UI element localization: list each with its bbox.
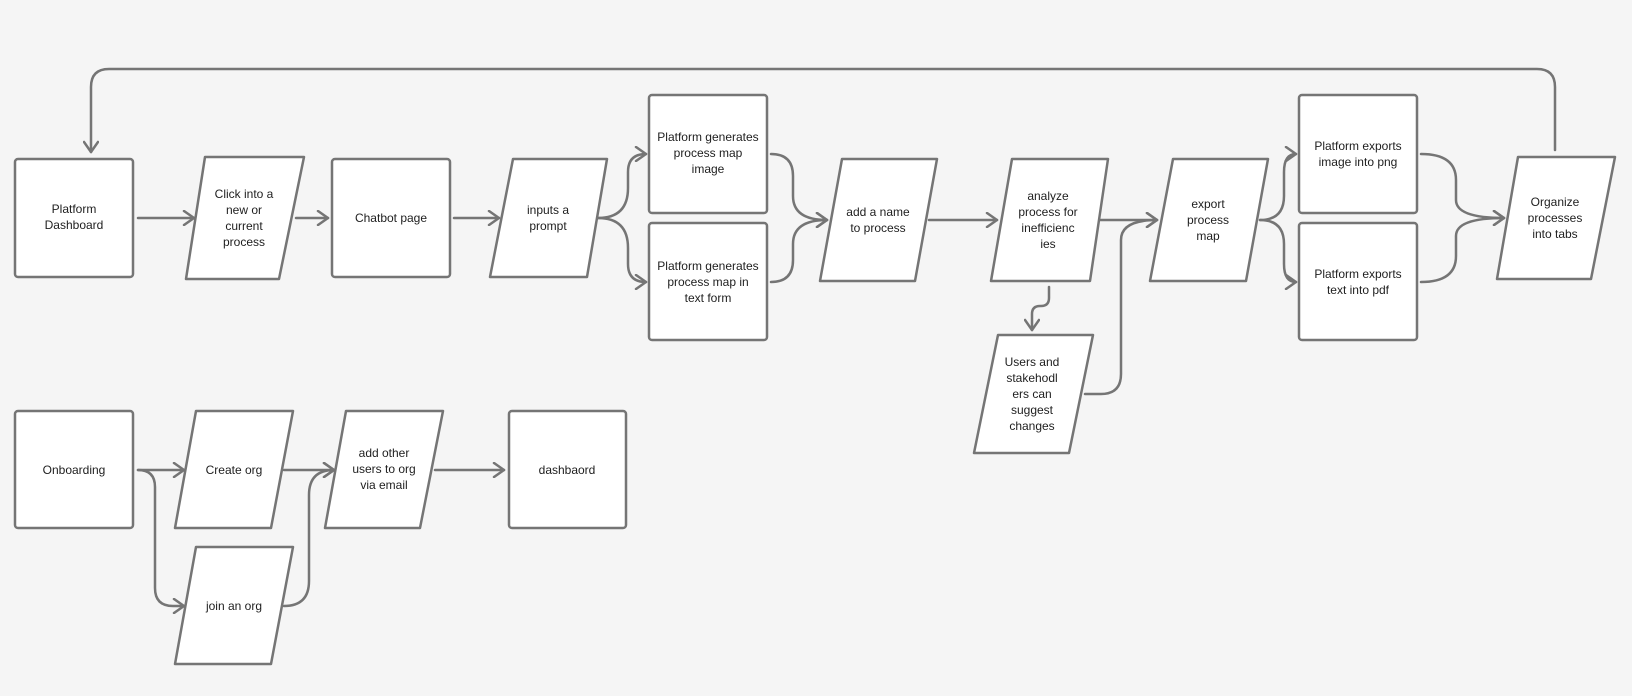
node-label-line: inefficienc (1021, 221, 1074, 235)
node-label-line: prompt (529, 219, 567, 233)
node-generates-text[interactable]: Platform generates process map in text for… (647, 221, 769, 342)
node-label-line: Click into a (215, 187, 274, 201)
node-label-line: text form (685, 291, 732, 305)
node-exports-png[interactable]: Platform exports image into png (1297, 93, 1419, 215)
node-label-line: Dashboard (45, 218, 104, 232)
node-label-line: image (692, 162, 725, 176)
edge-image-to-name (769, 152, 829, 220)
node-label-line: dashbaord (539, 463, 596, 477)
edge-onboarding-to-join (136, 468, 186, 606)
node-label-line: image into png (1319, 155, 1398, 169)
node-export-map[interactable]: export process map (1148, 157, 1270, 283)
node-analyze[interactable]: analyze process for inefficienc ies (989, 157, 1110, 283)
edge-analyze-to-suggest (1032, 285, 1051, 332)
edge-export-to-png (1258, 154, 1298, 222)
edge-join-to-add-users (282, 470, 336, 608)
node-chatbot-page[interactable]: Chatbot page (330, 157, 452, 279)
svg-text:Onboarding: Onboarding (43, 463, 106, 477)
node-label-line: Platform exports (1314, 267, 1401, 281)
node-organize-tabs[interactable]: Organize processes into tabs (1495, 155, 1617, 281)
node-label-line: Chatbot page (355, 211, 427, 225)
node-label-line: process (1187, 213, 1229, 227)
node-label-line: Platform generates (657, 130, 758, 144)
node-label-line: into tabs (1532, 227, 1577, 241)
node-label-line: Organize (1531, 195, 1580, 209)
node-create-org[interactable]: Create org (173, 409, 295, 530)
node-label-line: ers can (1012, 387, 1051, 401)
node-label-line: process (223, 235, 265, 249)
node-label-line: Onboarding (43, 463, 106, 477)
node-label-line: map (1196, 229, 1220, 243)
edge-pdf-to-organize (1419, 218, 1506, 284)
svg-text:dashbaord: dashbaord (539, 463, 596, 477)
node-label-line: inputs a (527, 203, 569, 217)
node-generates-image[interactable]: Platform generates process map image (647, 93, 769, 215)
node-add-name[interactable]: add a name to process (818, 157, 939, 283)
node-label-line: stakehodl (1006, 371, 1057, 385)
edge-text-to-name (769, 220, 829, 284)
node-onboarding[interactable]: Onboarding (13, 409, 135, 530)
node-label-line: new or (226, 203, 262, 217)
node-label-line: analyze (1027, 189, 1069, 203)
node-suggest-changes[interactable]: Users and stakehodl ers can suggest changes (972, 333, 1095, 455)
node-exports-pdf[interactable]: Platform exports text into pdf (1297, 221, 1419, 342)
edge-prompt-to-image (596, 154, 648, 220)
node-label-line: process map (674, 146, 743, 160)
svg-text:Chatbot page: Chatbot page (355, 211, 427, 225)
node-label-line: add other (359, 446, 410, 460)
node-label-line: current (225, 219, 263, 233)
node-label-line: process map in (667, 275, 748, 289)
node-label-line: Platform generates (657, 259, 758, 273)
node-label-line: add a name (846, 205, 910, 219)
edge-prompt-to-text (596, 216, 648, 282)
node-add-users[interactable]: add other users to org via email (323, 409, 445, 530)
node-label-line: processes (1528, 211, 1583, 225)
node-label-line: Create org (206, 463, 263, 477)
node-label-line: via email (360, 478, 407, 492)
node-dashboard-end[interactable]: dashbaord (507, 409, 628, 530)
svg-text:Create org: Create org (206, 463, 263, 477)
node-label-line: Users and (1005, 355, 1060, 369)
node-label-line: Platform (52, 202, 97, 216)
connectors (91, 67, 1557, 608)
svg-text:join an org: join an org (205, 599, 262, 613)
node-inputs-prompt[interactable]: inputs a prompt (488, 157, 609, 279)
node-label-line: suggest (1011, 403, 1054, 417)
node-join-org[interactable]: join an org (173, 545, 295, 666)
node-label-line: process for (1018, 205, 1077, 219)
node-label-line: text into pdf (1327, 283, 1390, 297)
edge-loop-organize-to-dashboard (91, 67, 1557, 154)
node-label-line: to process (850, 221, 905, 235)
node-label-line: changes (1009, 419, 1054, 433)
edge-png-to-organize (1419, 152, 1506, 218)
node-label-line: users to org (352, 462, 415, 476)
node-label-line: export (1191, 197, 1225, 211)
edge-suggest-to-export (1083, 220, 1159, 396)
node-label-line: ies (1040, 237, 1055, 251)
node-label-line: join an org (205, 599, 262, 613)
node-click-into-process[interactable]: Click into a new or current process (184, 155, 306, 281)
node-label-line: Platform exports (1314, 139, 1401, 153)
edge-export-to-pdf (1258, 218, 1298, 282)
